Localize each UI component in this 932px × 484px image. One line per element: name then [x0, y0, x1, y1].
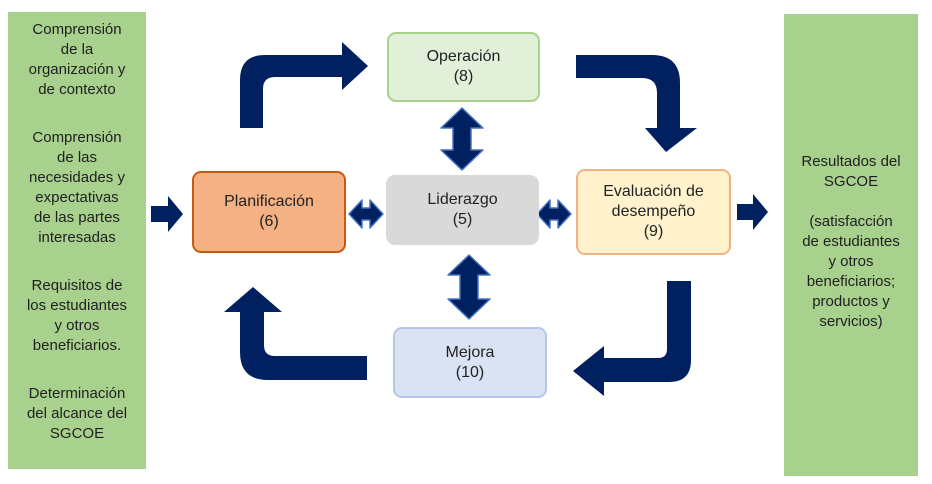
double-arrow-op-lid — [440, 107, 484, 171]
input-requirements: Requisitos de los estudiantes y otros be… — [26, 277, 128, 354]
results-detail: (satisfacción de estudiantes y otros ben… — [802, 213, 900, 330]
evaluacion-number: (9) — [643, 223, 664, 240]
operacion-number: (8) — [453, 68, 474, 85]
operacion-label: Operación — [426, 48, 501, 65]
double-arrow-lid-mejora — [447, 254, 491, 320]
input-context: Comprensión de la organización y de cont… — [28, 21, 126, 98]
mejora-label: Mejora — [445, 343, 495, 361]
node-evaluacion: Evaluación de desempeño (9) — [576, 169, 731, 255]
double-arrow-lid-eval — [536, 199, 572, 229]
input-arrow — [151, 196, 183, 232]
curved-arrow-op-to-eval — [576, 55, 697, 152]
node-mejora: Mejora (10) — [393, 327, 547, 398]
liderazgo-label: Liderazgo — [427, 191, 498, 208]
planificacion-label: Planificación — [224, 193, 314, 210]
mejora-number: (10) — [455, 363, 485, 381]
node-planificacion: Planificación (6) — [192, 171, 346, 253]
results-title: Resultados del SGCOE — [801, 153, 901, 190]
curved-arrow-mejora-to-plan — [224, 287, 367, 380]
node-operacion: Operación (8) — [387, 32, 540, 102]
double-arrow-plan-lid — [348, 199, 384, 229]
results-panel: Resultados del SGCOE (satisfacción de es… — [784, 14, 918, 476]
evaluacion-label: Evaluación de desempeño — [603, 183, 704, 220]
liderazgo-number: (5) — [452, 211, 473, 228]
node-liderazgo: Liderazgo (5) — [386, 175, 539, 245]
input-stakeholders: Comprensión de las necesidades y expecta… — [29, 129, 125, 246]
inputs-panel: Comprensión de la organización y de cont… — [8, 12, 146, 469]
planificacion-number: (6) — [259, 213, 279, 230]
curved-arrow-eval-to-mejora — [573, 281, 691, 396]
output-arrow — [737, 194, 768, 230]
input-scope: Determinación del alcance del SGCOE — [26, 385, 128, 442]
curved-arrow-plan-to-op — [240, 42, 368, 128]
